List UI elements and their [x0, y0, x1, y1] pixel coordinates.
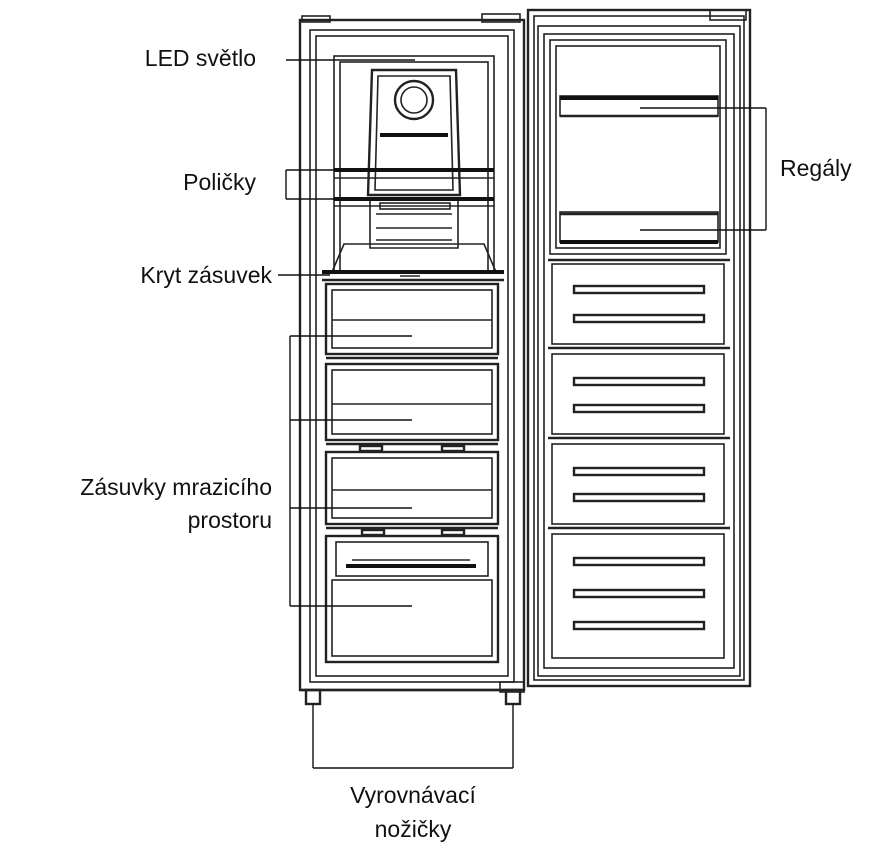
- cabinet-base: [300, 681, 525, 706]
- drawer-2: [324, 362, 500, 442]
- door-upper-section: [549, 39, 727, 255]
- drawer-cover: [322, 243, 504, 282]
- rack-lower: [559, 211, 719, 243]
- door-drawer-fronts: [548, 258, 730, 659]
- led-light-icon: [393, 79, 435, 121]
- label-leveling-feet-line2: nožičky: [374, 816, 452, 842]
- label-shelves: Poličky: [183, 169, 256, 195]
- door-body: [526, 8, 752, 688]
- drawer-1: [324, 282, 500, 356]
- leveling-foot-left: [304, 688, 322, 706]
- leader-lines: [278, 59, 767, 769]
- label-racks: Regály: [780, 155, 852, 181]
- racks: [559, 95, 719, 244]
- shelves: [334, 168, 494, 210]
- label-freezer-drawers-line2: prostoru: [187, 507, 272, 533]
- label-leveling-feet-line1: Vyrovnávací: [350, 782, 476, 808]
- led-light-housing: [366, 68, 462, 249]
- upper-compartment: [333, 55, 495, 272]
- drawer-4: [324, 534, 500, 664]
- label-led-light: LED světlo: [144, 45, 256, 71]
- drawer-3: [324, 450, 500, 526]
- freezer-drawers: [324, 282, 500, 664]
- label-freezer-drawers-line1: Zásuvky mrazicího: [80, 474, 272, 500]
- label-drawer-cover: Kryt zásuvek: [140, 262, 272, 288]
